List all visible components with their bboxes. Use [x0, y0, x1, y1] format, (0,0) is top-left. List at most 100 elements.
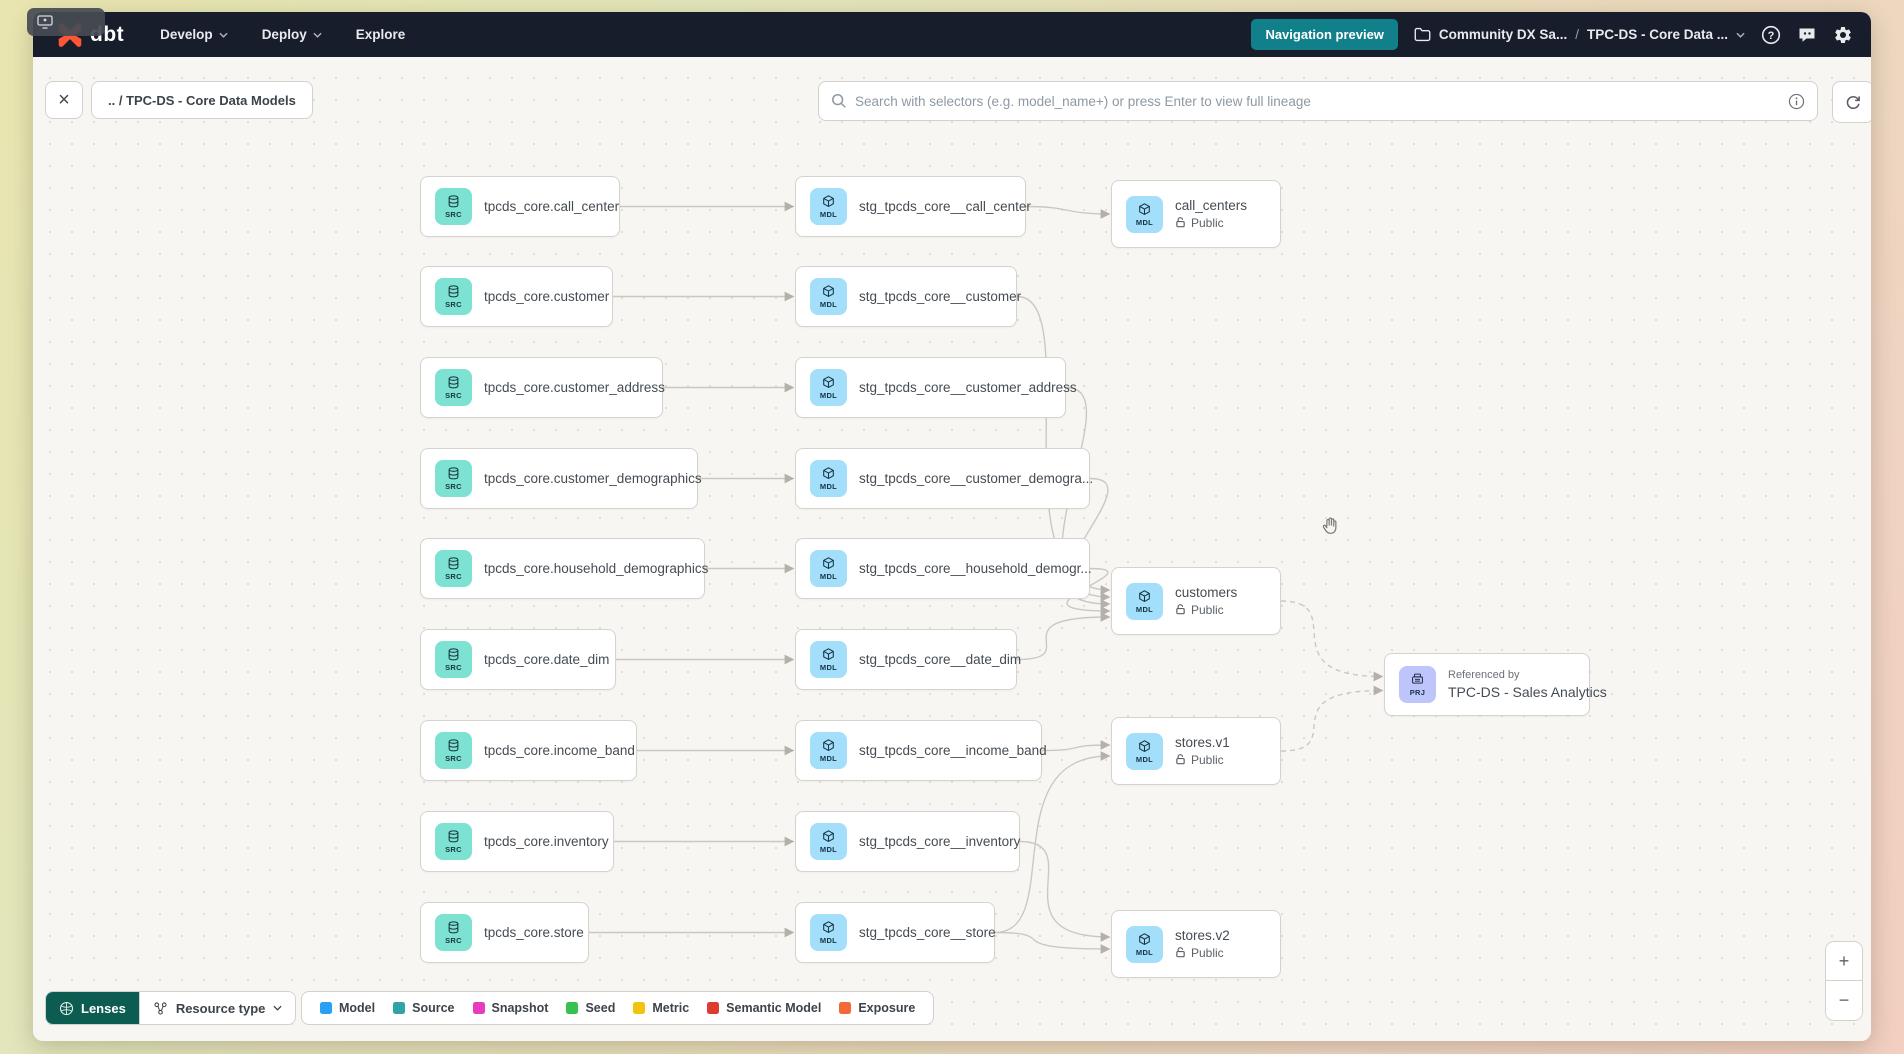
navigation-preview-button[interactable]: Navigation preview [1251, 19, 1398, 50]
node-label: stg_tpcds_core__store [859, 925, 996, 940]
lineage-node-src_inventory[interactable]: SRC tpcds_core.inventory [420, 811, 614, 872]
node-label: tpcds_core.household_demographics [484, 561, 709, 576]
source-badge-icon: SRC [435, 460, 472, 497]
settings-gear-icon[interactable] [1833, 25, 1853, 45]
node-label: stg_tpcds_core__customer_address [859, 380, 1077, 395]
lock-icon [1175, 946, 1186, 961]
lineage-breadcrumb-chip[interactable]: .. / TPC-DS - Core Data Models [91, 81, 313, 119]
info-icon[interactable] [1788, 93, 1805, 110]
zoom-out-button[interactable]: − [1826, 981, 1862, 1020]
source-badge-icon: SRC [435, 823, 472, 860]
lineage-edge [1019, 840, 1111, 942]
node-label: tpcds_core.customer_demographics [484, 471, 702, 486]
legend-item-source: Source [393, 1001, 455, 1015]
lenses-label: Lenses [81, 1000, 126, 1016]
menu-item-develop[interactable]: Develop [160, 27, 228, 42]
help-icon[interactable]: ? [1761, 25, 1781, 45]
legend-item-model: Model [320, 1001, 375, 1015]
model-badge-icon: MDL [810, 823, 847, 860]
screen-share-indicator [27, 8, 105, 36]
legend-swatch [839, 1002, 852, 1014]
model_public-badge-icon: MDL [1126, 732, 1163, 770]
model_public-badge-icon: MDL [1126, 582, 1163, 620]
source-badge-icon: SRC [435, 914, 472, 951]
node-label: stg_tpcds_core__income_band [859, 743, 1047, 758]
menu-label: Deploy [261, 27, 307, 42]
lenses-button[interactable]: Lenses [46, 992, 139, 1024]
menu-item-deploy[interactable]: Deploy [262, 27, 322, 42]
node-label: tpcds_core.income_band [484, 743, 635, 758]
lineage-search-bar [818, 81, 1818, 121]
legend-swatch [472, 1002, 485, 1014]
feedback-chat-icon[interactable] [1797, 25, 1817, 45]
lineage-edge [1280, 685, 1384, 752]
legend-swatch [393, 1002, 406, 1014]
zoom-in-button[interactable]: + [1826, 942, 1862, 981]
model_public-badge-icon: MDL [1126, 195, 1163, 233]
app-window: dbt Develop Deploy Explore Navigation pr… [33, 12, 1871, 1041]
resource-type-button[interactable]: Resource type [138, 992, 296, 1024]
monitor-icon [37, 15, 53, 29]
menu-label: Develop [160, 27, 213, 42]
node-label: stg_tpcds_core__inventory [859, 834, 1021, 849]
nav-right-cluster: Navigation preview Community DX Sa... / … [1251, 19, 1853, 50]
top-navigation-bar: dbt Develop Deploy Explore Navigation pr… [33, 12, 1871, 57]
chevron-down-icon [1736, 32, 1745, 38]
lock-icon [1175, 753, 1186, 768]
lineage-node-mdl_customers[interactable]: MDL customers Public [1111, 567, 1281, 635]
lock-icon [1175, 216, 1186, 231]
menu-item-explore[interactable]: Explore [356, 27, 406, 42]
model-badge-icon: MDL [810, 550, 847, 587]
node-label: TPC-DS - Sales Analytics [1448, 684, 1607, 700]
node-label: customers [1175, 584, 1238, 600]
node-label: stores.v2 [1175, 927, 1230, 943]
project-breadcrumb[interactable]: Community DX Sa... / TPC-DS - Core Data … [1414, 27, 1745, 42]
node-label: call_centers [1175, 197, 1248, 213]
lineage-edges [589, 201, 1384, 954]
node-label: stg_tpcds_core__customer_demogra... [859, 471, 1094, 486]
node-label: tpcds_core.inventory [484, 834, 609, 849]
lineage-node-stg_inventory[interactable]: MDL stg_tpcds_core__inventory [795, 811, 1020, 872]
lineage-edge [1016, 612, 1111, 661]
refresh-lineage-button[interactable] [1832, 81, 1871, 123]
close-lineage-button[interactable]: × [45, 81, 83, 119]
search-input[interactable] [855, 93, 1788, 109]
lineage-edge [994, 931, 1111, 954]
lineage-edge [1041, 740, 1111, 752]
legend-swatch [320, 1002, 332, 1014]
node-access: Public [1175, 753, 1230, 768]
node-label: tpcds_core.customer_address [484, 380, 665, 395]
project-name: TPC-DS - Core Data ... [1586, 27, 1728, 42]
node-access: Public [1175, 603, 1237, 618]
legend-item-exposure: Exposure [839, 1001, 915, 1015]
chevron-down-icon [273, 1005, 282, 1011]
legend-item-semantic-model: Semantic Model [707, 1001, 821, 1015]
svg-text:?: ? [1768, 30, 1775, 42]
node-pre-label: Referenced by [1448, 669, 1520, 681]
source-badge-icon: SRC [435, 278, 472, 315]
source-badge-icon: SRC [435, 641, 472, 678]
legend-item-metric: Metric [633, 1001, 689, 1015]
lineage-node-src_customer_demographics[interactable]: SRC tpcds_core.customer_demographics [420, 448, 702, 509]
primary-menu: Develop Deploy Explore [160, 27, 405, 42]
